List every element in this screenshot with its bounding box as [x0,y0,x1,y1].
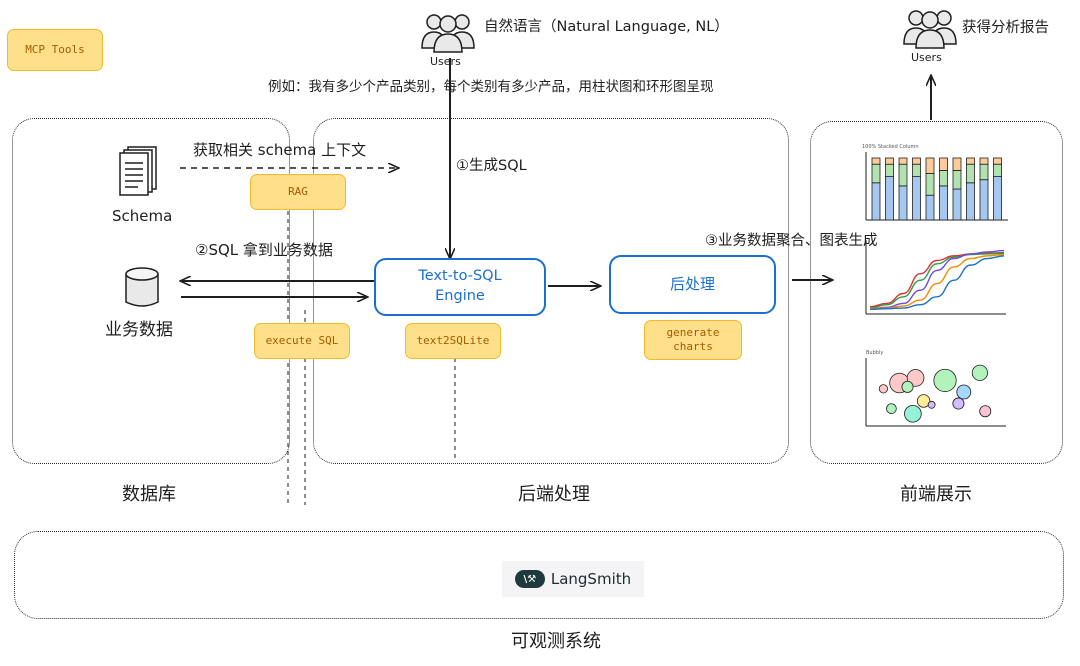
chart1-bar-segment [939,169,948,187]
chart3-title: Bubbly [866,350,883,356]
chart1-bar-segment [912,176,921,221]
chart1-bar-segment [966,157,975,165]
users-label: Users [430,55,461,68]
chart1-bar-segment [898,163,908,187]
chart2-lines [869,249,1005,311]
example-text: 例如：我有多少个产品类别，每个类别有多少产品，用柱状图和环形图呈现 [268,79,714,95]
chart1-bar-segment [925,173,935,196]
chart1-bar-segment [952,169,962,190]
chart3-bubble [886,403,897,414]
chart1-bar-segment [912,163,921,178]
chart3-bubble [979,405,992,418]
chart2-series-line [869,249,1005,310]
chart1-bar-segment [993,176,1002,221]
chart3-bubble [906,369,925,387]
chart1-bar-segment [898,185,908,221]
chart3-bubbles [878,364,992,423]
chart3-bubble [971,364,988,381]
chart1-bar-segment [993,157,1002,165]
chart2-series-line [869,255,1005,311]
chart1-bar-segment [979,163,989,181]
chart3-bubble [878,384,889,394]
database-panel [12,118,290,464]
chart1-bar-segment [952,188,962,221]
engine-title-line2: Engine [435,288,485,304]
schema-context-label: 获取相关 schema 上下文 [193,141,367,159]
chart2-series-line [869,253,1005,310]
chart3-bubble [952,397,965,410]
chart1-bar-segment [952,157,962,171]
text2sqlite-tag: text2SQLite [405,323,501,359]
sql-data-label: ②SQL 拿到业务数据 [195,241,333,259]
chart1-bar-segment [885,176,894,221]
generate-charts-tag: generate charts [644,320,742,360]
chart1-bars [871,157,1002,221]
postprocess-box: 后处理 [609,255,776,314]
schema-document-icon [119,146,157,196]
business-data-label: 业务数据 [105,320,173,340]
observability-panel [14,531,1064,619]
chart1-bar-segment [979,179,989,221]
backend-section-label: 后端处理 [518,484,590,505]
generate-sql-label: ①生成SQL [456,158,527,174]
execute-sql-tag: execute SQL [254,323,350,359]
mcp-tools-tag: MCP Tools [7,29,103,71]
schema-label: Schema [112,207,173,225]
chart3-bubble [904,404,922,423]
chart1-title: 100% Stacked Column [862,144,919,150]
langsmith-label: LangSmith [550,570,632,588]
chart3-bubble [901,380,914,393]
chart1-bar-segment [966,182,975,221]
chart1-bar-segment [912,157,921,165]
chart3-bubble [956,384,972,400]
report-title: 获得分析报告 [962,20,1049,36]
engine-title-line1: Text-to-SQL [418,268,502,285]
rag-tag: RAG [250,174,346,210]
report-users-icon [903,10,957,49]
chart1-bar-segment [966,163,975,184]
nl-title: 自然语言（Natural Language, NL） [484,19,729,35]
chart1-bar-segment [885,157,894,165]
chart1-bar-segment [871,163,881,184]
chart1-bar-segment [898,157,908,165]
database-section-label: 数据库 [122,484,176,505]
chart1-bar-segment [993,163,1002,178]
chart3-bubble [916,394,931,408]
observability-section-label: 可观测系统 [511,631,601,652]
stacked-column-chart: 100% Stacked Column [862,144,1008,221]
chart1-bar-segment [925,194,935,221]
chart1-bar-segment [925,157,935,174]
frontend-panel [810,121,1063,464]
chart1-bar-segment [871,157,881,165]
users-icon [421,14,475,53]
frontend-section-label: 前端展示 [900,484,972,505]
bubble-chart: Bubbly [865,350,1006,427]
generate-charts-line2: charts [673,340,713,353]
chart3-bubble [927,400,936,409]
postprocess-label: 后处理 [669,275,715,294]
chart2-series-line [869,252,1005,309]
text-to-sql-engine: Text-to-SQL Engine [374,258,546,316]
generate-charts-line1: generate [666,326,720,340]
chart1-bar-segment [871,182,881,221]
chart1-bar-segment [939,157,948,171]
chart1-bar-segment [939,185,948,221]
chart1-bar-segment [885,163,894,178]
chart1-bar-segment [979,157,989,165]
backend-panel [313,118,789,464]
database-cylinder-icon [125,267,159,307]
chart2-series-line [869,251,1005,308]
langsmith-badge: \⚒ LangSmith [502,561,644,597]
line-chart [865,240,1006,315]
langsmith-logo-icon: \⚒ [514,570,545,588]
report-users-label: Users [911,51,942,64]
chart3-bubble [933,368,957,393]
aggregate-label: ③业务数据聚合、图表生成 [705,233,878,249]
